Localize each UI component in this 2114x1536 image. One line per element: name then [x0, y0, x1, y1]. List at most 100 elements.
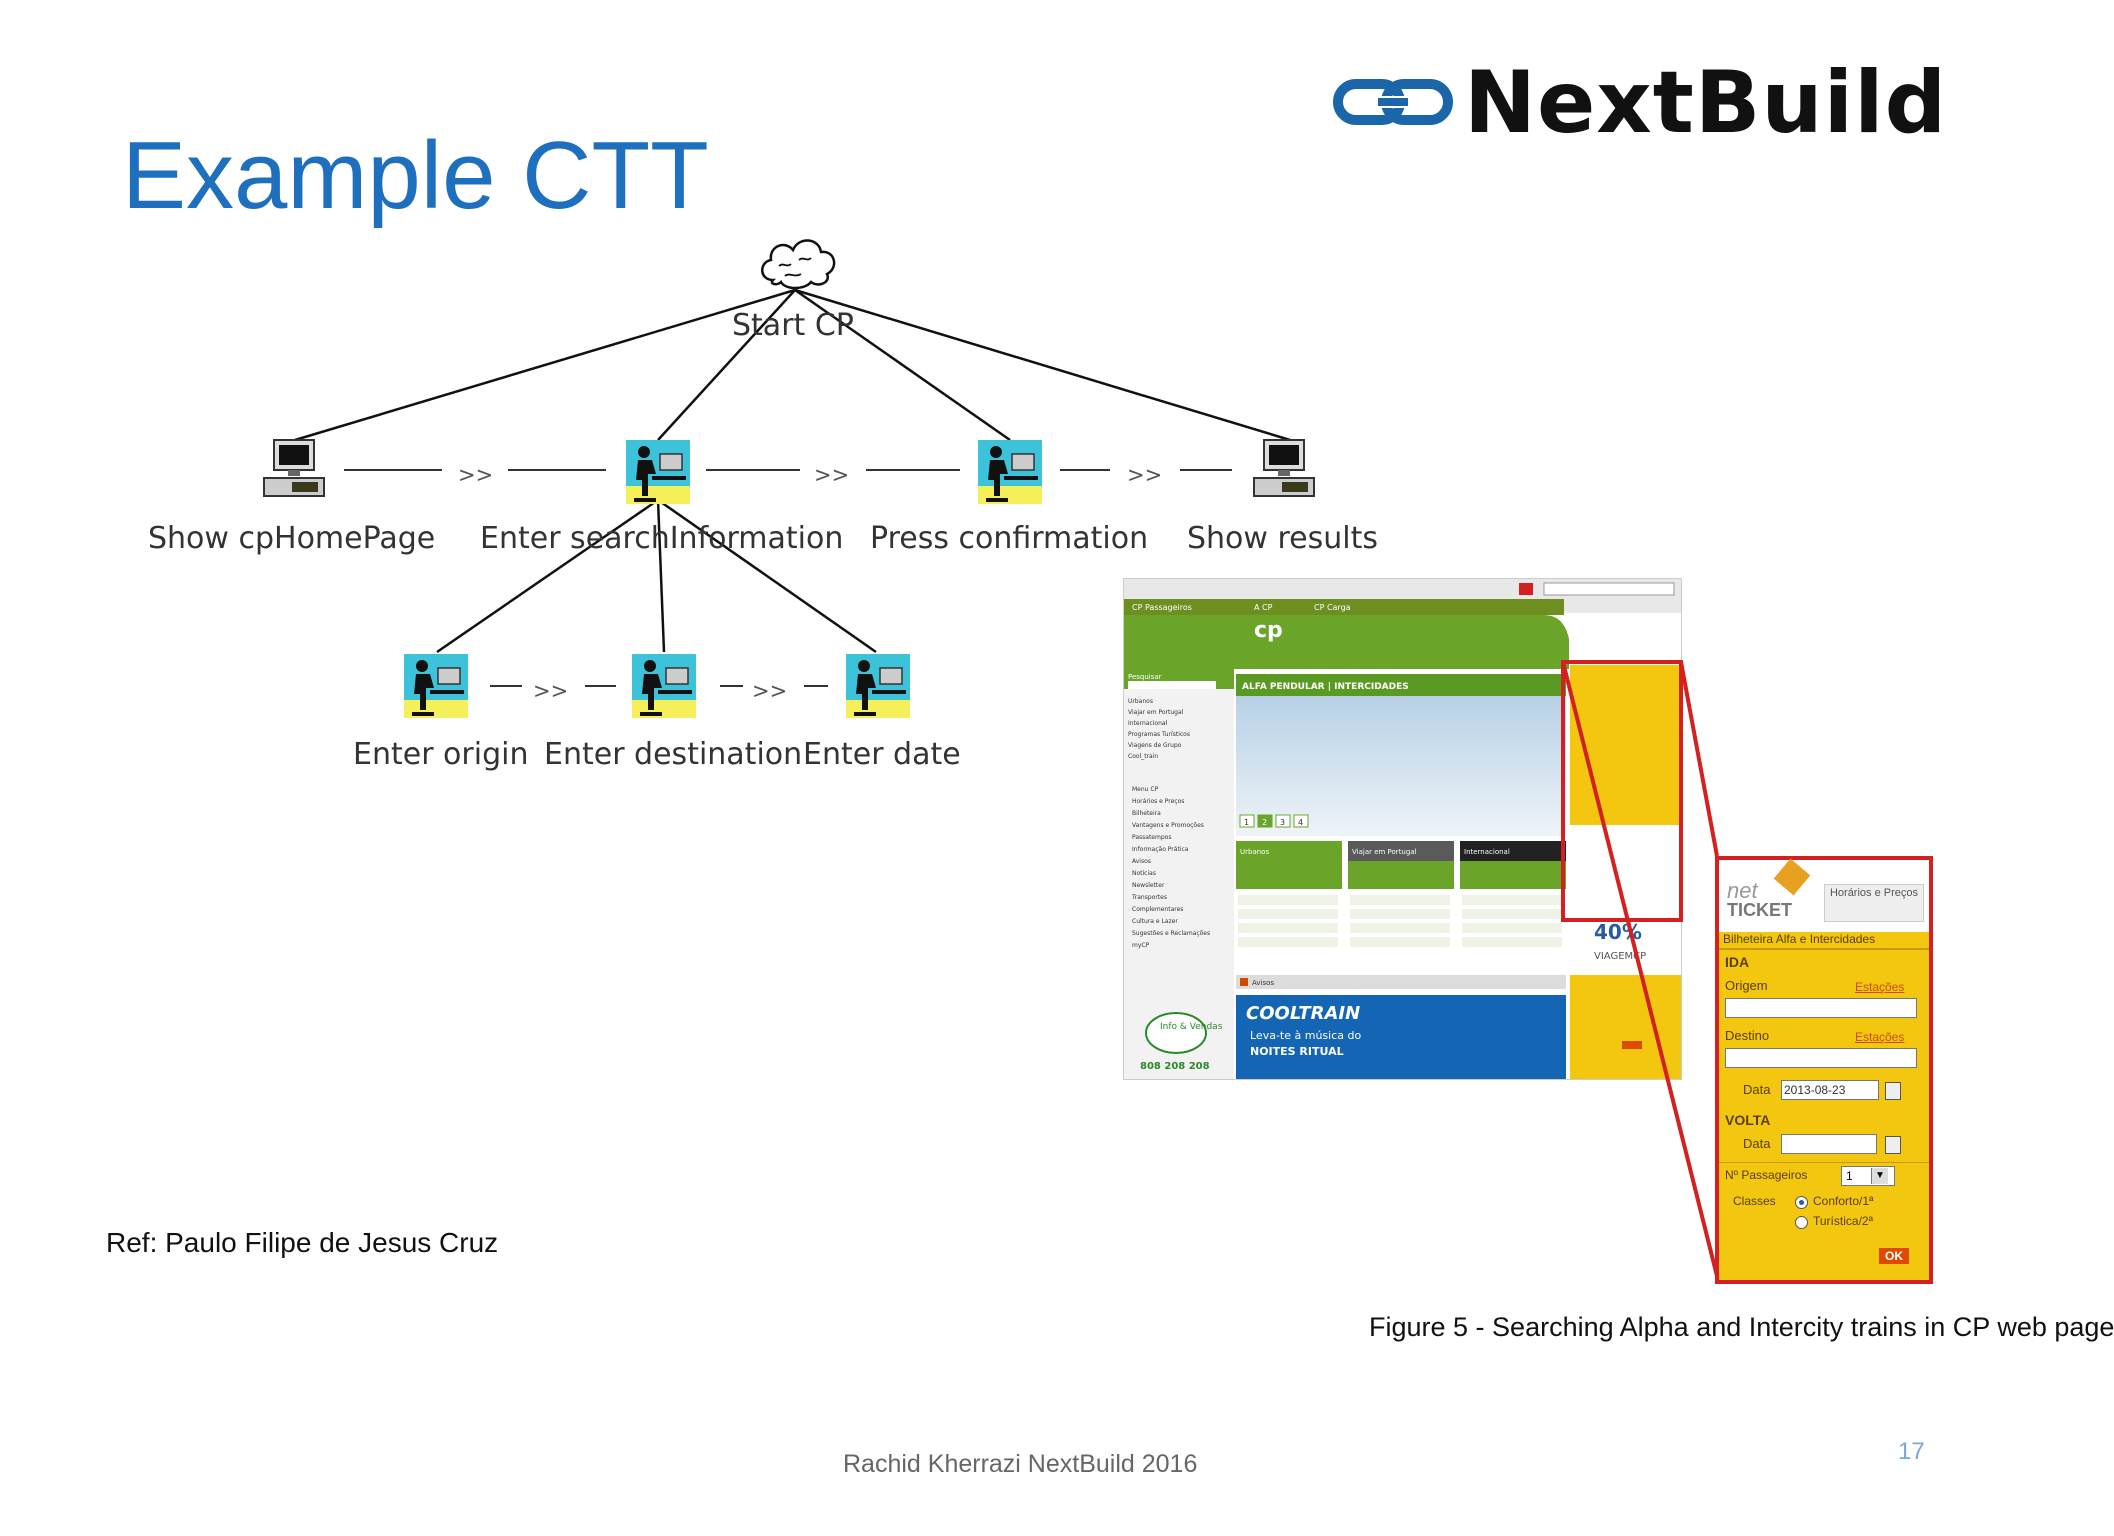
chevron-down-icon[interactable]: ▼: [1871, 1168, 1888, 1184]
webpage-box-line: [1238, 937, 1338, 947]
webpage-box-line: [1238, 923, 1338, 933]
task-label-press-confirmation: Press confirmation: [870, 521, 1148, 556]
carousel-dot-label: 3: [1280, 818, 1285, 827]
passengers-label: Nº Passageiros: [1725, 1168, 1808, 1182]
tab-horarios[interactable]: Horários e Preços: [1824, 884, 1924, 922]
webpage-menu-item[interactable]: Passatempos: [1132, 834, 1171, 841]
webpage-menu-item[interactable]: Notícias: [1132, 870, 1156, 877]
webpage-box-line: [1238, 909, 1338, 919]
webpage-menu-item[interactable]: Cultura e Lazer: [1132, 918, 1178, 925]
svg-text:Pesquisar: Pesquisar: [1128, 673, 1162, 681]
user-at-computer-icon: [404, 654, 468, 718]
svg-text:VIAGEMCP: VIAGEMCP: [1594, 951, 1646, 962]
class1-radio[interactable]: [1795, 1196, 1808, 1209]
destino-label: Destino: [1725, 1028, 1770, 1043]
page-number: 17: [1898, 1438, 1925, 1465]
carousel-dot[interactable]: [1239, 814, 1255, 828]
webpage-menu-item[interactable]: Informação Prática: [1132, 846, 1189, 853]
svg-text:cp: cp: [1254, 618, 1283, 643]
origem-stations-link[interactable]: Estações: [1855, 980, 1905, 994]
webpage-box-header[interactable]: [1236, 841, 1342, 861]
svg-text:ALFA PENDULAR | INTERCIDADES: ALFA PENDULAR | INTERCIDADES: [1242, 682, 1409, 692]
webpage-menu-item[interactable]: Viagens de Grupo: [1128, 742, 1182, 749]
webpage-box-header[interactable]: [1348, 841, 1454, 861]
figure-caption: Figure 5 - Searching Alpha and Intercity…: [1369, 1312, 2114, 1342]
task-label-show-results: Show results: [1187, 521, 1378, 556]
class2-radio[interactable]: [1795, 1216, 1808, 1229]
webpage-box-line: [1462, 923, 1562, 933]
user-at-computer-icon: [626, 440, 690, 504]
webpage-menu-item[interactable]: Complementares: [1132, 906, 1183, 913]
user-at-computer-icon: [978, 440, 1042, 504]
webpage-menu-item[interactable]: Vantagens e Promoções: [1132, 822, 1204, 829]
webpage-menu-item[interactable]: Sugestões e Reclamações: [1132, 930, 1210, 937]
webpage-box-body: [1460, 861, 1566, 889]
webpage-box-line: [1350, 909, 1450, 919]
ida-label: IDA: [1725, 954, 1750, 970]
volta-date-input[interactable]: [1781, 1134, 1877, 1154]
computer-icon: [263, 439, 325, 497]
volta-date-label: Data: [1743, 1136, 1771, 1151]
operator-enabling: >>: [533, 679, 568, 703]
svg-text:CP Passageiros: CP Passageiros: [1132, 603, 1192, 612]
origem-input[interactable]: [1725, 998, 1917, 1018]
slide-title: Example CTT: [122, 122, 709, 229]
svg-text:Leva-te à música do: Leva-te à música do: [1250, 1029, 1361, 1042]
carousel-dot-label: 2: [1262, 818, 1267, 827]
zoom-callout: [1561, 660, 1719, 1277]
webpage-box-title: Internacional: [1464, 848, 1510, 856]
classes-label: Classes: [1733, 1194, 1776, 1208]
webpage-box-title: Viajar em Portugal: [1352, 848, 1417, 856]
webpage-box-line: [1350, 923, 1450, 933]
webpage-box-line: [1350, 895, 1450, 905]
user-at-computer-icon: [846, 654, 910, 718]
destino-input[interactable]: [1725, 1048, 1917, 1068]
task-label-enter-date: Enter date: [803, 737, 961, 772]
operator-enabling: >>: [458, 463, 493, 487]
user-at-computer-icon: [632, 654, 696, 718]
webpage-box-line: [1350, 937, 1450, 947]
svg-text:A CP: A CP: [1254, 603, 1273, 612]
reference: Ref: Paulo Filipe de Jesus Cruz: [106, 1227, 499, 1258]
webpage-box-line: [1462, 937, 1562, 947]
svg-text:NOITES RITUAL: NOITES RITUAL: [1250, 1045, 1344, 1058]
carousel-dot-label: 4: [1298, 818, 1303, 827]
brand-name: NextBuild: [1464, 53, 1948, 153]
carousel-dot[interactable]: [1293, 814, 1309, 828]
webpage-box-body: [1348, 861, 1454, 889]
task-label-enter-destination: Enter destination: [544, 737, 802, 772]
ok-button[interactable]: OK: [1879, 1248, 1909, 1264]
origem-label: Origem: [1725, 978, 1768, 993]
svg-text:CP Carga: CP Carga: [1314, 603, 1351, 612]
webpage-menu-item[interactable]: Programas Turísticos: [1128, 731, 1190, 738]
destino-stations-link[interactable]: Estações: [1855, 1030, 1905, 1044]
webpage-box-line: [1462, 909, 1562, 919]
webpage-menu-item[interactable]: Transportes: [1131, 894, 1167, 901]
carousel-dot[interactable]: [1257, 814, 1273, 828]
operator-enabling: >>: [752, 679, 787, 703]
webpage-menu-item[interactable]: Bilheteira: [1132, 810, 1161, 817]
webpage-box-header[interactable]: [1460, 841, 1566, 861]
task-label-show-home: Show cpHomePage: [148, 521, 435, 556]
webpage-menu-item[interactable]: Internacional: [1128, 720, 1168, 727]
ticket-subtitle: Bilheteira Alfa e Intercidades: [1723, 932, 1876, 946]
webpage-box-body: [1236, 861, 1342, 889]
cloud-icon: [761, 239, 836, 290]
calendar-icon[interactable]: [1885, 1136, 1901, 1154]
ida-date-input[interactable]: 2013-08-23: [1781, 1080, 1879, 1100]
operator-enabling: >>: [1127, 463, 1162, 487]
webpage-menu-item[interactable]: Cool_train: [1128, 753, 1158, 760]
webpage-menu-item[interactable]: Viajar em Portugal: [1128, 709, 1184, 716]
class1-label: Conforto/1ª: [1813, 1194, 1874, 1208]
webpage-menu-item[interactable]: Horários e Preços: [1132, 798, 1184, 805]
webpage-box-line: [1462, 895, 1562, 905]
root-task-label: Start CP: [732, 308, 854, 343]
webpage-menu-item[interactable]: myCP: [1132, 942, 1150, 949]
webpage-menu-item[interactable]: Newsletter: [1132, 882, 1165, 889]
webpage-menu-item[interactable]: Menu CP: [1132, 786, 1159, 793]
carousel-dot[interactable]: [1275, 814, 1291, 828]
calendar-icon[interactable]: [1885, 1082, 1901, 1100]
webpage-menu-item[interactable]: Urbanos: [1128, 698, 1153, 705]
webpage-menu-item[interactable]: Avisos: [1132, 858, 1151, 865]
volta-label: VOLTA: [1725, 1112, 1771, 1128]
